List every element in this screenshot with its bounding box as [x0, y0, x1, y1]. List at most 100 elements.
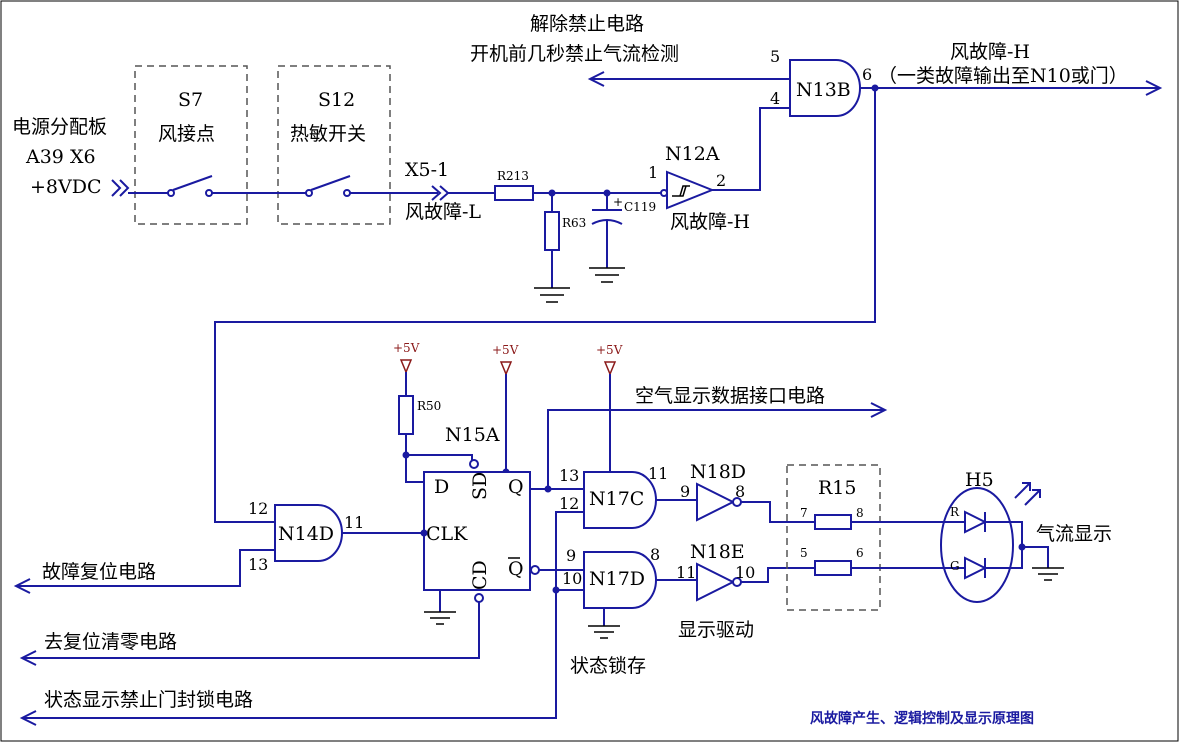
r50-label: R50 [417, 399, 441, 413]
n17d-gate: N17D 9 10 8 [562, 545, 660, 609]
n18e-inverter: N18E 11 10 [676, 541, 755, 602]
fault-reset-arrow [13, 578, 31, 594]
r213-resistor [494, 185, 534, 201]
led-red-diode: R [950, 505, 988, 534]
n13b-pin-out: 6 [862, 65, 872, 84]
n17c-pin-a: 13 [559, 466, 579, 485]
r213-label: R213 [497, 169, 529, 183]
r50-to-sd-wire [406, 454, 473, 462]
n17c-pin-out: 11 [648, 464, 668, 483]
n18d-inverter: N18D 9 8 [680, 461, 746, 522]
fault-h-output-arrow [1145, 80, 1163, 96]
n18d-to-r15-wire [741, 501, 815, 523]
led-r-label: R [950, 505, 960, 519]
r50-to-d-wire [405, 434, 424, 483]
fault-h-output-subtitle: （一类故障输出至N10或门） [878, 65, 1128, 87]
fault-h-output-title: 风故障-H [950, 41, 1030, 63]
n18d-label: N18D [690, 461, 746, 483]
n18e-pin-in: 11 [676, 563, 696, 582]
power-board-connector: A39 X6 [25, 146, 96, 168]
n14d-label: N14D [278, 523, 334, 545]
n17d-label: N17D [589, 568, 645, 590]
power-board-voltage: +8VDC [30, 176, 102, 198]
vcc-label: +5V [492, 343, 519, 357]
vcc-r50: +5V [393, 341, 420, 396]
state-latch-label: 状态锁存 [570, 655, 646, 677]
r15-resistor-b [814, 560, 852, 576]
n13b-label: N13B [796, 79, 851, 101]
status-lock-wire [22, 511, 575, 719]
figure-caption: 风故障产生、逻辑控制及显示原理图 [810, 710, 1034, 727]
n15a-cd-pin: CD [469, 560, 491, 590]
n14d-pin-a: 12 [248, 499, 268, 518]
n12a-pin-in: 1 [648, 163, 658, 182]
n17c-pin-b: 12 [559, 494, 579, 513]
r15-resistor-a [814, 514, 852, 530]
n15a-clk-pin: CLK [426, 523, 468, 545]
air-data-label: 空气显示数据接口电路 [635, 385, 825, 407]
input-line [111, 175, 495, 201]
x5-connector-label: X5-1 [405, 159, 449, 181]
n18d-pin-out: 8 [735, 482, 745, 501]
status-lock-arrow [19, 710, 37, 726]
junction-dot [420, 529, 428, 537]
n15a-label: N15A [445, 424, 500, 446]
n12a-to-n13b-wire [712, 107, 790, 191]
r15-pin-8: 8 [856, 506, 864, 520]
n13b-pin-b: 4 [770, 89, 780, 108]
s12-box [277, 65, 391, 225]
ground-icon [589, 267, 625, 283]
n18e-pin-out: 10 [735, 563, 755, 582]
n15a-qbar-pin: Q [508, 558, 524, 580]
fault-reset-wire [16, 549, 275, 587]
n18d-pin-in: 9 [680, 482, 690, 501]
s12-name: S12 [318, 89, 355, 111]
de-reset-arrow [19, 650, 37, 666]
junction-dot [402, 451, 410, 459]
fault-reset-label: 故障复位电路 [42, 561, 156, 583]
r15-pin-6: 6 [856, 546, 864, 560]
led-common-wire [985, 521, 1023, 569]
n17c-label: N17C [589, 488, 644, 510]
s7-box [134, 65, 248, 225]
n17d-pin-a: 9 [566, 546, 576, 565]
r63-resistor [544, 211, 560, 251]
ground-icon [534, 287, 570, 303]
fault-h-feedback-wire [214, 88, 876, 523]
display-drive-label: 显示驱动 [678, 619, 754, 641]
n12a-output-label: 风故障-H [670, 211, 750, 233]
n17d-pin-b: 10 [562, 569, 582, 588]
n15a-sd-pin: SD [469, 472, 491, 500]
n18e-to-r15-wire [741, 567, 815, 583]
n15a-q-pin: Q [508, 476, 524, 498]
n12a-pin-out: 2 [716, 171, 726, 190]
led-g-label: G [950, 559, 960, 573]
status-lock-label: 状态显示禁止门封锁电路 [44, 689, 253, 711]
vcc-label: +5V [393, 341, 420, 355]
n14d-pin-out: 11 [344, 513, 364, 532]
h5-led-outline [940, 487, 1014, 603]
de-reset-label: 去复位清零电路 [44, 631, 177, 653]
led-green-diode: G [950, 556, 988, 580]
vcc-ff: +5V [492, 343, 519, 472]
r15-label: R15 [818, 477, 856, 499]
vcc-label: +5V [596, 343, 623, 357]
r50-resistor [398, 395, 414, 435]
r63-label: R63 [562, 216, 586, 230]
ground-icon [1032, 567, 1064, 581]
power-board-name: 电源分配板 [12, 116, 107, 138]
inhibit-circuit-subtitle: 开机前几秒禁止气流检测 [470, 43, 679, 65]
n13b-gate: N13B 5 4 6 [770, 47, 872, 117]
n13b-pin-a: 5 [770, 47, 780, 66]
s7-desc: 风接点 [158, 123, 215, 145]
c119-label: C119 [624, 200, 656, 214]
fault-low-label: 风故障-L [405, 201, 481, 223]
de-reset-wire [22, 602, 480, 659]
air-display-label: 气流显示 [1036, 523, 1112, 545]
n12a-buffer: N12A 1 2 风故障-H [648, 143, 750, 233]
junction-dot [552, 586, 560, 594]
ground-icon [588, 625, 620, 639]
ground-icon [424, 611, 456, 625]
